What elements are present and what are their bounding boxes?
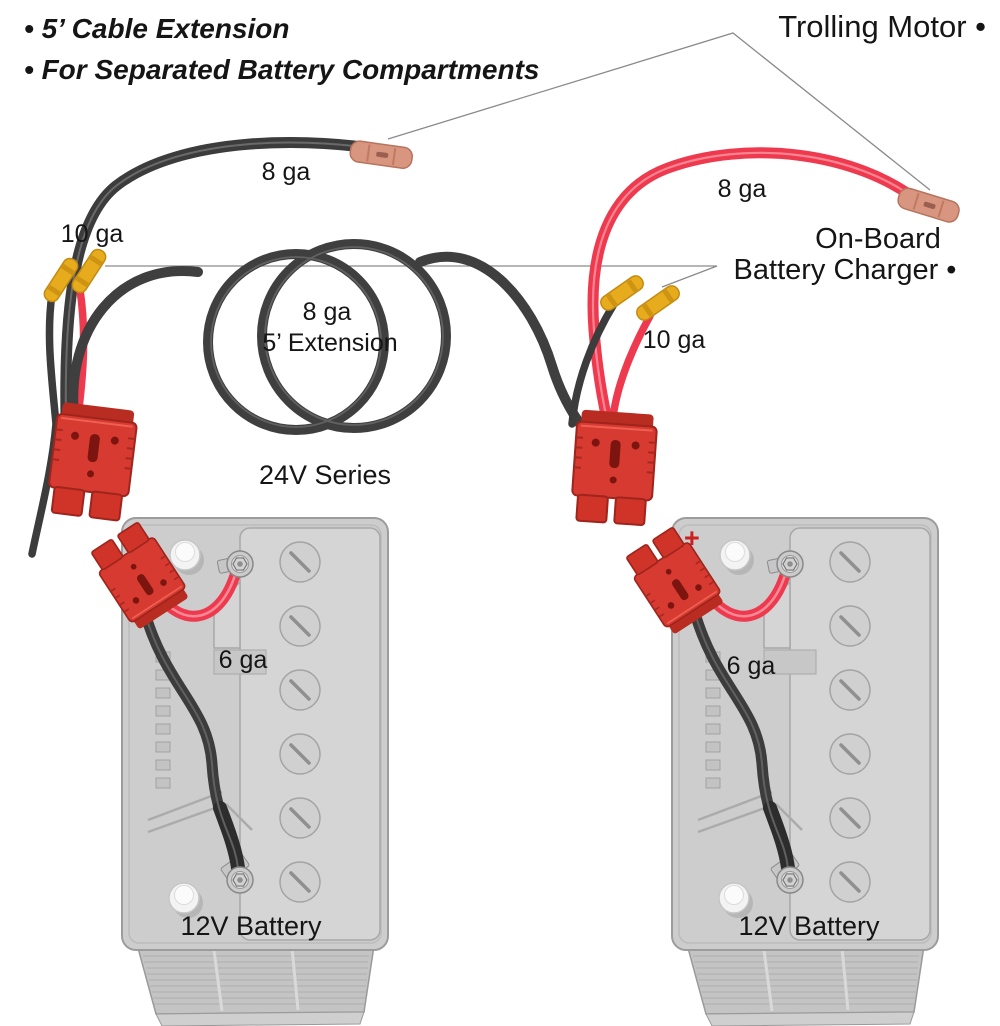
gauge-label-left-8ga: 8 ga [261,158,311,186]
trolling-motor-leader-line [387,32,931,191]
feature-bullets: • 5’ Cable Extension • For Separated Bat… [24,8,539,90]
feature-bullet-1: • 5’ Cable Extension [24,13,290,44]
positive-polarity-mark: + [684,523,700,553]
gauge-label-right-6ga: 6 ga [726,652,776,680]
trolling-motor-callout: Trolling Motor • [778,9,986,44]
battery-label-left: 12V Battery [180,911,322,941]
gauge-label-left-10ga: 10 ga [60,220,124,248]
onboard-charger-callout-line2: Battery Charger • [733,254,957,286]
quick-connector-left [44,400,140,523]
motor-lead-connector-left [348,139,415,171]
quick-connector-right [569,408,659,527]
gauge-label-left-6ga: 6 ga [218,646,268,674]
charger-leader-line [105,265,718,288]
extension-length-label: 5’ Extension [262,329,398,357]
motor-lead-connector-right [894,185,963,226]
extension-coil-cable [68,239,591,437]
feature-bullet-2: • For Separated Battery Compartments [24,54,540,85]
system-voltage-label: 24V Series [258,460,392,490]
extension-gauge-label: 8 ga [302,298,352,326]
gauge-label-right-10ga: 10 ga [642,326,706,354]
leader-lines [105,32,931,288]
battery-label-right: 12V Battery [738,911,880,941]
onboard-charger-callout-line1: On-Board [815,223,941,255]
right-harness [568,147,928,438]
gauge-label-right-8ga: 8 ga [717,175,767,203]
